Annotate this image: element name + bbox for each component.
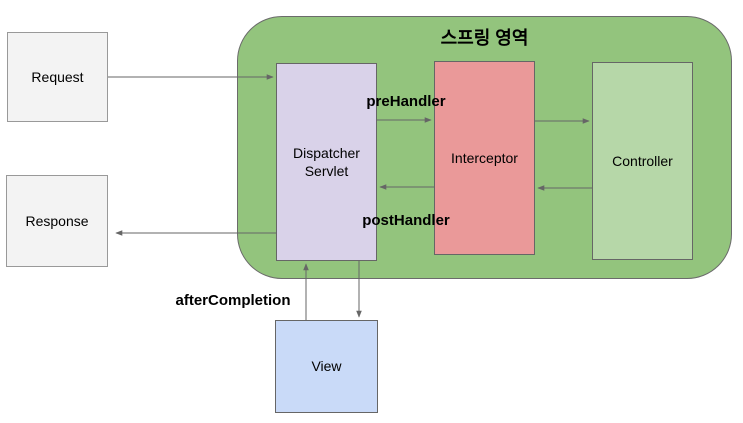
node-view: View <box>275 320 378 413</box>
node-controller-label: Controller <box>612 152 673 169</box>
spring-region-title: 스프링 영역 <box>440 28 529 48</box>
node-interceptor-label: Interceptor <box>451 149 518 166</box>
node-response-label: Response <box>25 212 89 229</box>
node-response: Response <box>6 175 108 267</box>
node-request: Request <box>7 32 108 122</box>
node-dispatcher-servlet: Dispatcher Servlet <box>276 63 377 261</box>
edge-label-aftercompletion: afterCompletion <box>175 292 291 309</box>
node-dispatcher-servlet-label: Dispatcher Servlet <box>293 144 360 179</box>
node-controller: Controller <box>592 62 693 260</box>
node-view-label: View <box>311 358 342 375</box>
node-request-label: Request <box>31 68 84 85</box>
edge-label-posthandler: postHandler <box>362 212 450 229</box>
node-interceptor: Interceptor <box>434 61 535 255</box>
edge-label-prehandler: preHandler <box>366 93 446 110</box>
